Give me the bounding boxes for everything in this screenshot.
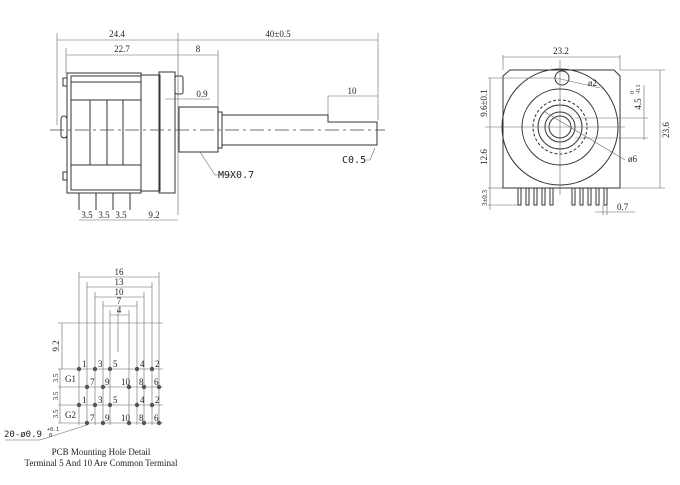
- terminal-label: 7: [90, 413, 95, 423]
- dim-hole-offset-tol-bottom: -0.1: [636, 85, 642, 95]
- group-label-g2: G2: [65, 410, 76, 420]
- dim-pcb-width: 4: [117, 305, 122, 315]
- dim-pin-pitch: 3.5: [81, 210, 93, 220]
- side-view: 24.4 22.7 40±0.5 8 0.9 10 C0.5 M9X0.7 3.…: [50, 29, 385, 221]
- terminal-label: 9: [105, 413, 110, 423]
- terminal-label: 6: [154, 413, 159, 423]
- front-view: 23.2 23.6 9.6±0.1 12.6 4.5 0 -0.1 ø2 ø6 …: [479, 46, 671, 215]
- dim-pitch: 3.5: [52, 409, 60, 418]
- terminal-label: 3: [98, 359, 103, 369]
- terminal-label: 2: [155, 359, 160, 369]
- dim-pitch: 3.5: [52, 373, 60, 382]
- terminal-label: 9: [105, 377, 110, 387]
- pcb-hole-detail: 16 13 10 7 4 9.2 3.5 3.5 3.5 G1 G2 1 3 5…: [4, 267, 178, 468]
- terminal-label: 8: [139, 377, 144, 387]
- hole-spec: 20-ø0.9: [4, 430, 42, 440]
- terminal-label: 1: [82, 359, 87, 369]
- dim-pin-pitch: 3.5: [115, 210, 127, 220]
- dim-hole-offset-tol-top: 0: [630, 91, 636, 94]
- caption-note: Terminal 5 And 10 Are Common Terminal: [24, 458, 178, 468]
- dim-upper: 9.6±0.1: [479, 89, 489, 116]
- hole-tol-bottom: 0: [49, 433, 52, 439]
- dim-pin-pitch: 3.5: [98, 210, 110, 220]
- hole-tol-top: +0.1: [47, 427, 59, 433]
- terminal-label: 4: [140, 395, 145, 405]
- dim-pcb-width: 13: [115, 277, 125, 287]
- terminal-label: 8: [139, 413, 144, 423]
- dim-body: 22.7: [114, 44, 130, 54]
- dim-shaft-total: 40±0.5: [265, 29, 291, 39]
- dim-pitch: 3.5: [52, 391, 60, 400]
- dim-thread: M9X0.7: [218, 170, 254, 181]
- dim-pcb-width: 10: [115, 287, 125, 297]
- dim-pin-offset: 9.2: [148, 210, 159, 220]
- dim-overall-body: 24.4: [109, 29, 125, 39]
- dim-pcb-width: 16: [115, 267, 125, 277]
- terminal-label: 2: [155, 395, 160, 405]
- dim-pin-width: 0.7: [617, 202, 629, 212]
- terminal-label: 10: [121, 377, 131, 387]
- dim-flange: 0.9: [196, 89, 208, 99]
- group-label-g1: G1: [65, 374, 76, 384]
- terminal-label: 6: [154, 377, 159, 387]
- dim-width: 23.2: [553, 46, 569, 56]
- dim-height: 23.6: [661, 122, 671, 138]
- terminal-label: 3: [98, 395, 103, 405]
- terminal-label: 7: [90, 377, 95, 387]
- dim-chamfer: C0.5: [342, 155, 366, 166]
- dim-flat: 10: [348, 86, 358, 96]
- dim-hole-offset: 4.5: [633, 98, 643, 110]
- dim-pin-length: 3±0.3: [481, 189, 489, 206]
- dim-lower: 12.6: [479, 149, 489, 165]
- dim-hole-dia: ø2: [588, 78, 597, 88]
- terminal-label: 4: [140, 359, 145, 369]
- terminal-label: 1: [82, 395, 87, 405]
- dim-row-offset: 9.2: [51, 340, 61, 351]
- dim-pcb-width: 7: [117, 296, 122, 306]
- dim-shaft-dia: ø6: [628, 154, 638, 164]
- terminal-label: 5: [113, 359, 118, 369]
- caption-title: PCB Mounting Hole Detail: [52, 447, 151, 457]
- terminal-label: 5: [113, 395, 118, 405]
- terminal-label: 10: [121, 413, 131, 423]
- dim-bushing: 8: [196, 44, 201, 54]
